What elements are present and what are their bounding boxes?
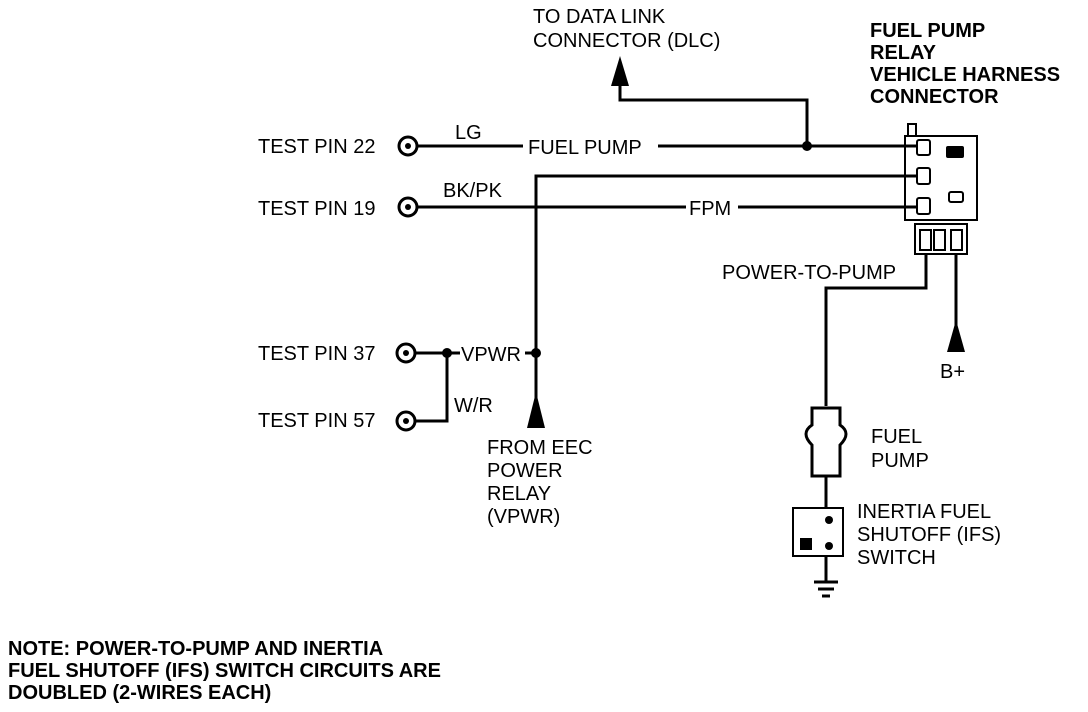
eec-relay-label-line3: RELAY xyxy=(487,483,551,505)
dlc-arrow-icon xyxy=(611,56,629,86)
fuel-pump-relay-connector xyxy=(904,123,978,255)
wire-color-bkpk: BK/PK xyxy=(443,180,503,202)
dlc-label-line1: TO DATA LINK xyxy=(533,6,666,28)
wire-color-lg: LG xyxy=(455,122,482,144)
b-plus-label: B+ xyxy=(940,361,965,383)
relay-connector-label-line4: CONNECTOR xyxy=(870,86,999,108)
note-line2: FUEL SHUTOFF (IFS) SWITCH CIRCUITS ARE xyxy=(8,660,441,682)
ground-icon xyxy=(814,580,838,598)
eec-relay-label-line2: POWER xyxy=(487,460,563,482)
circuit-fuel-pump-label: FUEL PUMP xyxy=(528,137,642,159)
note-line3: DOUBLED (2-WIRES EACH) xyxy=(8,682,271,704)
circuit-vpwr-label: VPWR xyxy=(461,344,521,366)
ifs-label-line1: INERTIA FUEL xyxy=(857,501,991,523)
fuel-pump-label-line1: FUEL xyxy=(871,426,922,448)
test-pin-22-label: TEST PIN 22 xyxy=(258,136,375,158)
test-pin-57-label: TEST PIN 57 xyxy=(258,410,375,432)
relay-connector-label-line2: RELAY xyxy=(870,42,937,64)
power-to-pump-label: POWER-TO-PUMP xyxy=(722,262,896,284)
ifs-label-line2: SHUTOFF (IFS) xyxy=(857,524,1001,546)
relay-connector-label-line3: VEHICLE HARNESS xyxy=(870,64,1060,86)
dlc-label-line2: CONNECTOR (DLC) xyxy=(533,30,720,52)
test-pin-37-label: TEST PIN 37 xyxy=(258,343,375,365)
test-pin-37-connector xyxy=(395,342,417,364)
eec-relay-label-line1: FROM EEC xyxy=(487,437,593,459)
fuel-pump-wire xyxy=(417,141,917,151)
test-pin-22-connector xyxy=(397,135,419,157)
eec-relay-label-line4: (VPWR) xyxy=(487,506,560,528)
test-pin-19-label: TEST PIN 19 xyxy=(258,198,375,220)
test-pin-19-connector xyxy=(397,196,419,218)
circuit-fpm-label: FPM xyxy=(689,198,731,220)
dlc-wire xyxy=(611,56,809,145)
note-line1: NOTE: POWER-TO-PUMP AND INERTIA xyxy=(8,638,383,660)
vpwr-wire xyxy=(415,348,541,423)
power-to-pump-wire xyxy=(824,254,928,406)
b-plus-arrow-icon xyxy=(947,320,965,352)
test-pin-57-connector xyxy=(395,410,417,432)
wire-color-wr: W/R xyxy=(454,395,493,417)
ifs-label-line3: SWITCH xyxy=(857,547,936,569)
relay-connector-label-line1: FUEL PUMP xyxy=(870,20,985,42)
b-plus-wire xyxy=(947,254,965,352)
inertia-switch xyxy=(792,507,844,582)
eec-relay-arrow-icon xyxy=(527,392,545,428)
vpwr-relay-wire xyxy=(534,174,917,400)
fuel-pump-motor xyxy=(804,406,848,508)
fuel-pump-label-line2: PUMP xyxy=(871,450,929,472)
